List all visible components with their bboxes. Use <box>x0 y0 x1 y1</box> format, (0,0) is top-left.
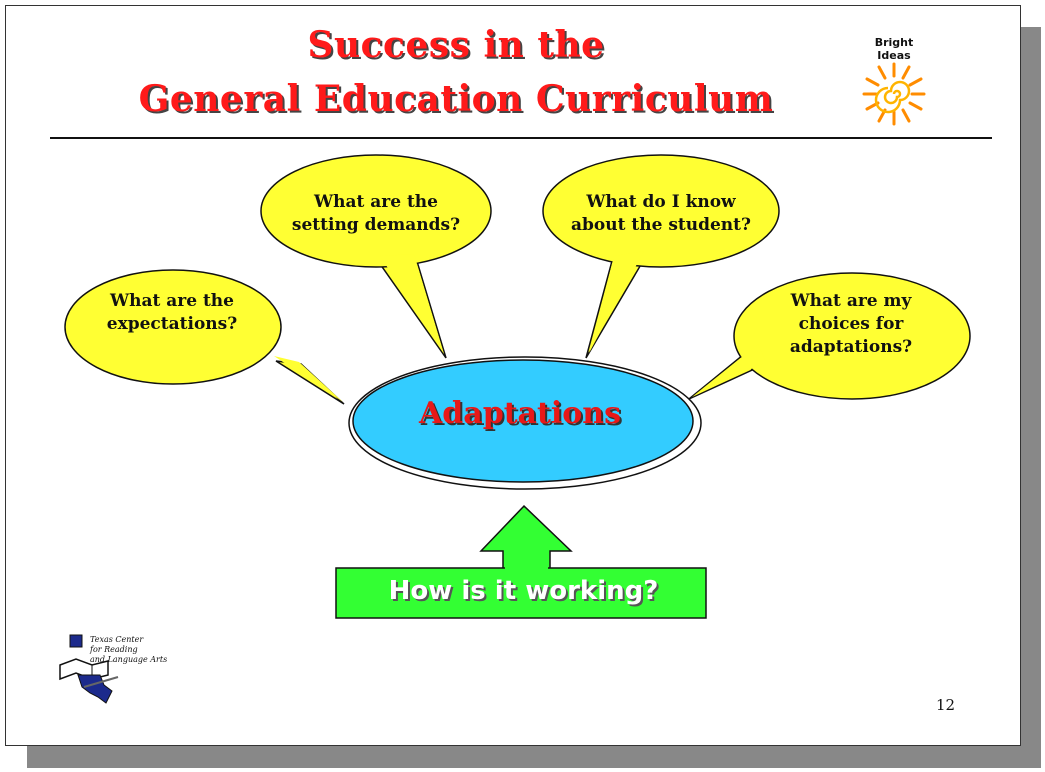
bubble-choices <box>688 272 971 400</box>
center-adaptations-shape <box>348 356 702 490</box>
bubble-line: about the student? <box>571 215 751 235</box>
tcrla-line-3: and Language Arts <box>90 655 168 664</box>
bubble-choices-text: What are my choices for adaptations? <box>746 290 956 359</box>
slide-title-line-2: General Education Curriculum <box>138 78 774 120</box>
bubble-line: expectations? <box>106 314 238 334</box>
bubble-line: What do I know <box>586 192 736 212</box>
tcrla-line-2: for Reading <box>90 645 138 654</box>
bright-ideas-label: Bright Ideas <box>874 36 914 62</box>
bubble-about-student <box>542 154 780 359</box>
bubble-expectations <box>64 269 345 405</box>
bubble-about-student-text: What do I know about the student? <box>546 191 776 237</box>
sun-spiral-icon <box>862 62 926 126</box>
feedback-label: How is it working? <box>388 576 659 606</box>
bubble-line: choices for <box>798 314 904 334</box>
tcrla-line-1: Texas Center <box>90 635 144 644</box>
bubble-setting-demands <box>260 154 492 359</box>
page-number: 12 <box>936 696 956 714</box>
center-adaptations-label: Adaptations <box>419 396 621 431</box>
title-divider <box>50 137 992 139</box>
bubble-line: What are my <box>790 291 912 311</box>
bubble-line: setting demands? <box>291 215 461 235</box>
texas-book-icon <box>59 634 119 704</box>
feedback-arrow <box>335 504 707 619</box>
bubble-setting-demands-text: What are the setting demands? <box>268 191 484 237</box>
slide: Success in the General Education Curricu… <box>5 5 1021 746</box>
slide-title-line-1: Success in the <box>307 24 605 66</box>
bubble-line: What are the <box>110 291 234 311</box>
bubble-expectations-text: What are the expectations? <box>66 290 278 336</box>
bright-ideas-logo: Bright Ideas <box>858 36 930 136</box>
concept-diagram <box>64 154 971 619</box>
bubble-line: adaptations? <box>789 337 913 357</box>
bubble-line: What are the <box>314 192 438 212</box>
tcrla-logo: Texas Center for Reading and Language Ar… <box>54 631 214 711</box>
